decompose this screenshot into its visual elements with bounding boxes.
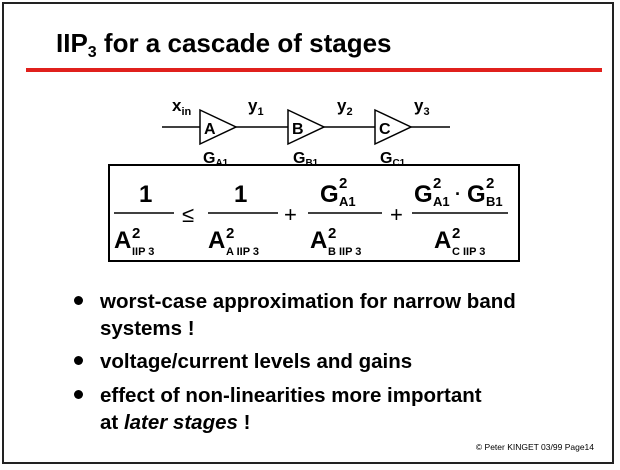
amplifier-a-label: A xyxy=(204,121,216,138)
lhs-numerator: 1 xyxy=(139,181,152,208)
term1-numerator: 1 xyxy=(234,181,247,208)
iip3-formula: 1 A 2 IIP 3 ≤ 1 A 2 A IIP 3 + G 2 A1 xyxy=(114,175,508,258)
bullet-dot-icon xyxy=(74,390,83,399)
term3-num2-base: G xyxy=(467,181,486,208)
lhs-den-sup: 2 xyxy=(132,225,140,242)
term3-den-sup: 2 xyxy=(452,225,460,242)
term1-den-base: A xyxy=(208,227,225,254)
output-y2-label: y2 xyxy=(337,96,353,118)
less-equal-sign: ≤ xyxy=(182,202,194,227)
bullet-2-line-1: voltage/current levels and gains xyxy=(100,350,413,373)
amplifier-b-label: B xyxy=(292,121,304,138)
plus-sign-1: + xyxy=(284,202,297,227)
output-y3-label: y3 xyxy=(414,96,430,118)
bullet-1-line-2: systems ! xyxy=(100,317,195,340)
term2-den-sub: B IIP 3 xyxy=(328,246,361,258)
bullet-item: effect of non-linearities more important… xyxy=(74,382,574,436)
term3-num1-sup: 2 xyxy=(433,175,441,192)
amplifier-b-icon xyxy=(287,108,326,146)
footer-text: Peter KINGET 03/99 Page14 xyxy=(482,442,594,452)
footer: © Peter KINGET 03/99 Page14 xyxy=(476,442,594,452)
bullet-dot-icon xyxy=(74,356,83,365)
bullet-1-line-1: worst-case approximation for narrow band xyxy=(100,290,516,313)
formula-term-1: 1 A 2 A IIP 3 xyxy=(208,181,278,258)
term3-num1-sub: A1 xyxy=(433,194,450,209)
amplifier-c-label: C xyxy=(379,121,391,138)
title-underline xyxy=(26,68,602,72)
copyright-icon: © xyxy=(475,442,483,452)
term3-num2-sup: 2 xyxy=(486,175,494,192)
gain-a-label: GA1 xyxy=(203,150,229,164)
bullet-item: worst-case approximation for narrow band… xyxy=(74,288,574,342)
slide-title: IIP3 for a cascade of stages xyxy=(56,28,392,62)
plus-sign-2: + xyxy=(390,202,403,227)
input-label: xin xyxy=(172,96,192,118)
gain-b-label: GB1 xyxy=(293,150,319,164)
slide: IIP3 for a cascade of stages xin A GA1 y… xyxy=(2,2,614,464)
title-main: IIP xyxy=(56,28,88,58)
lhs-denominator: A xyxy=(114,227,131,254)
bullet-item: voltage/current levels and gains xyxy=(74,348,574,375)
bullet-3-line-2-prefix: at xyxy=(100,411,124,434)
bullet-3-emphasis: later stages xyxy=(123,411,238,434)
output-y1-label: y1 xyxy=(248,96,264,118)
amplifier-c-icon xyxy=(374,108,413,146)
bullet-3-line-1: effect of non-linearities more important xyxy=(100,384,482,407)
formula-box: 1 A 2 IIP 3 ≤ 1 A 2 A IIP 3 + G 2 A1 xyxy=(108,164,520,262)
term3-num2-sub: B1 xyxy=(486,194,503,209)
term2-den-base: A xyxy=(310,227,327,254)
amplifier-a-icon xyxy=(199,108,238,146)
formula-term-2: G 2 A1 A 2 B IIP 3 xyxy=(308,175,382,258)
title-rest: for a cascade of stages xyxy=(96,28,392,58)
term3-den-base: A xyxy=(434,227,451,254)
gain-c-label: GC1 xyxy=(380,150,406,164)
formula-term-3: G 2 A1 · G 2 B1 A 2 C IIP 3 xyxy=(412,175,508,258)
term1-den-sub: A IIP 3 xyxy=(226,246,259,258)
term2-num-sup: 2 xyxy=(339,175,347,192)
term3-dot: · xyxy=(455,184,461,204)
cascade-diagram: xin A GA1 y1 B GB1 y2 C GC1 y3 xyxy=(162,96,450,164)
formula-lhs: 1 A 2 IIP 3 xyxy=(114,181,174,258)
term3-num1-base: G xyxy=(414,181,433,208)
term1-den-sup: 2 xyxy=(226,225,234,242)
term2-den-sup: 2 xyxy=(328,225,336,242)
lhs-den-sub: IIP 3 xyxy=(132,246,154,258)
term2-num-base: G xyxy=(320,181,339,208)
bullet-dot-icon xyxy=(74,296,83,305)
bullet-3-line-2-suffix: ! xyxy=(237,411,251,434)
title-subscript: 3 xyxy=(87,44,97,61)
term3-den-sub: C IIP 3 xyxy=(452,246,485,258)
bullet-list: worst-case approximation for narrow band… xyxy=(74,288,574,442)
term2-num-sub: A1 xyxy=(339,194,356,209)
